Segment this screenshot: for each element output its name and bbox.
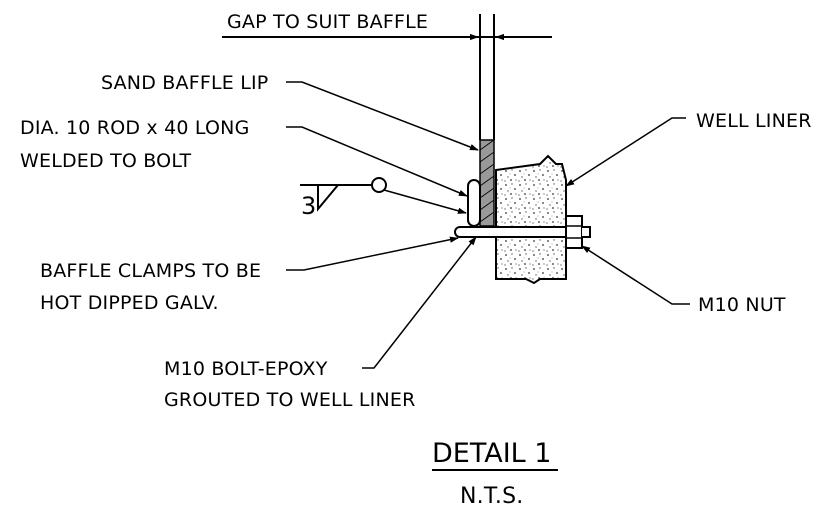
well-liner-section: [494, 154, 568, 285]
leader-sand-baffle-lip: [286, 81, 479, 151]
rod-label-line-1: DIA. 10 ROD x 40 LONG: [20, 117, 250, 139]
detail-title-block: DETAIL 1 N.T.S.: [432, 438, 558, 509]
bolt-label-line-1: M10 BOLT-EPOXY: [164, 358, 328, 380]
rod: [467, 179, 481, 227]
gap-label: GAP TO SUIT BAFFLE: [227, 11, 428, 33]
bolt: [454, 226, 569, 238]
detail-title: DETAIL 1: [432, 438, 551, 469]
baffle: [479, 14, 495, 140]
nut-label: M10 NUT: [698, 294, 786, 316]
nut: [565, 215, 591, 249]
leader-baffle-clamps: [286, 236, 459, 271]
leader-rod: [286, 126, 468, 197]
leader-m10-nut: [581, 245, 690, 305]
scale-note: N.T.S.: [460, 484, 523, 509]
sand-baffle-lip-plate: [479, 139, 495, 227]
lip-label: SAND BAFFLE LIP: [101, 72, 268, 94]
leader-well-liner: [565, 117, 686, 187]
leader-m10-bolt: [362, 236, 477, 369]
rod-label-line-2: WELDED TO BOLT: [20, 150, 192, 172]
clamps-label-line-2: HOT DIPPED GALV.: [40, 292, 219, 314]
weld-size-label: 3: [301, 192, 316, 220]
weld-symbol: [300, 177, 467, 214]
bolt-label-line-2: GROUTED TO WELL LINER: [164, 389, 415, 411]
clamps-label-line-1: BAFFLE CLAMPS TO BE: [40, 260, 261, 282]
liner-label: WELL LINER: [696, 110, 812, 132]
